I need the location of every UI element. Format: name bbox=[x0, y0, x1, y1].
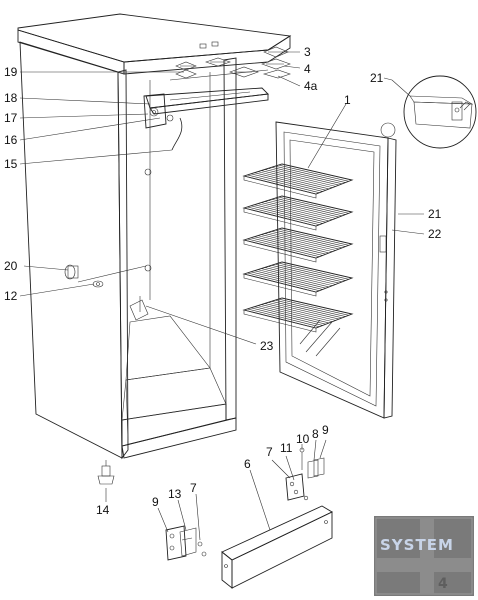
callout-20: 20 bbox=[4, 259, 18, 273]
callout-labels: 1 3 4 4a 6 7 7 8 9 9 10 11 12 13 14 15 1… bbox=[4, 45, 442, 517]
cabinet-body bbox=[17, 13, 292, 460]
system-logo: SYSTEM 4 bbox=[374, 516, 474, 596]
wire-shelf bbox=[242, 227, 354, 263]
callout-7-right: 7 bbox=[266, 445, 273, 459]
callout-19: 19 bbox=[4, 65, 18, 79]
callout-3: 3 bbox=[304, 45, 311, 59]
hinge-parts-right bbox=[285, 447, 325, 501]
adjustable-foot bbox=[97, 460, 115, 485]
callout-4a: 4a bbox=[304, 79, 318, 93]
callout-16: 16 bbox=[4, 133, 18, 147]
logo-badge: 4 bbox=[438, 576, 448, 592]
callout-4: 4 bbox=[304, 62, 311, 76]
callout-10: 10 bbox=[296, 432, 310, 446]
leader-lines bbox=[19, 51, 425, 541]
callout-17: 17 bbox=[4, 111, 18, 125]
glass-door bbox=[275, 121, 397, 419]
callout-9-right: 9 bbox=[322, 423, 329, 437]
callout-23: 23 bbox=[260, 339, 274, 353]
logo-text: SYSTEM bbox=[380, 536, 454, 554]
callout-22: 22 bbox=[428, 227, 442, 241]
callout-9-left: 9 bbox=[152, 495, 159, 509]
callout-11: 11 bbox=[280, 441, 293, 455]
callout-12: 12 bbox=[4, 289, 18, 303]
lock-detail-inset bbox=[403, 75, 477, 149]
callout-21-inset: 21 bbox=[370, 71, 384, 85]
callout-8: 8 bbox=[312, 427, 319, 441]
light-bar-assembly bbox=[143, 87, 269, 151]
callout-1: 1 bbox=[344, 93, 351, 107]
wire-shelf bbox=[242, 163, 354, 199]
base-plinth-bar bbox=[221, 505, 333, 589]
wire-shelf bbox=[242, 297, 354, 333]
callout-18: 18 bbox=[4, 91, 18, 105]
callout-7-left: 7 bbox=[190, 481, 197, 495]
wire-shelves bbox=[242, 163, 354, 333]
wire-shelf bbox=[242, 261, 354, 297]
callout-13: 13 bbox=[168, 487, 182, 501]
callout-21-door: 21 bbox=[428, 207, 442, 221]
wire-shelf bbox=[242, 195, 354, 231]
hinge-parts-left bbox=[165, 525, 207, 561]
side-components bbox=[64, 264, 104, 288]
callout-6: 6 bbox=[244, 457, 251, 471]
top-fittings bbox=[169, 46, 291, 81]
callout-14: 14 bbox=[96, 503, 110, 517]
callout-15: 15 bbox=[4, 157, 18, 171]
